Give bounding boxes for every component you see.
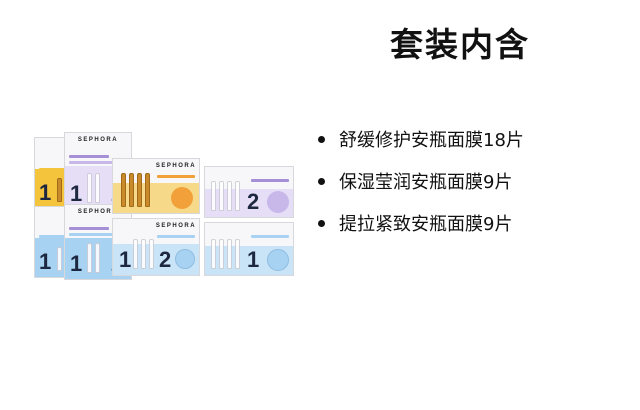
- list-item-label: 提拉紧致安瓶面膜9片: [339, 214, 513, 235]
- list-item: 保湿莹润安瓶面膜9片: [318, 160, 524, 202]
- box-digit: 2: [159, 247, 172, 272]
- box-stripe: [69, 161, 121, 164]
- brand-logo: SEPHORA: [77, 137, 119, 143]
- ampoule-box: SEPHORA: [112, 158, 200, 214]
- ampoule-vial: [235, 239, 240, 269]
- ampoule-vial: [219, 239, 224, 269]
- ampoule-vial: [87, 243, 92, 273]
- ampoule-vial: [95, 243, 100, 273]
- box-stripe: [251, 179, 289, 182]
- ampoule-box: 1: [204, 222, 294, 276]
- ampoule-vial: [219, 181, 224, 211]
- ampoule-vial: [211, 181, 216, 211]
- ampoule-vial: [227, 181, 232, 211]
- ampoule-vial: [133, 239, 138, 269]
- box-digit: 2: [247, 189, 260, 214]
- bullet-icon: [318, 135, 325, 143]
- contents-list: 舒缓修护安瓶面膜18片 保湿莹润安瓶面膜9片 提拉紧致安瓶面膜9片: [318, 118, 524, 244]
- ampoule-vial: [227, 239, 232, 269]
- product-swatch: [267, 191, 289, 213]
- ampoule-vial: [211, 239, 216, 269]
- ampoule-vial: [57, 247, 62, 271]
- brand-logo: SEPHORA: [155, 163, 197, 169]
- ampoule-vial: [145, 173, 150, 207]
- ampoule-vial: [149, 239, 154, 269]
- ampoule-vial: [57, 178, 62, 202]
- box-stripe: [69, 233, 121, 236]
- ampoule-box: 2: [204, 166, 294, 218]
- box-header: [113, 219, 199, 244]
- list-item-label: 舒缓修护安瓶面膜18片: [339, 130, 524, 151]
- box-digit: 1: [39, 249, 52, 274]
- brand-logo: SEPHORA: [77, 209, 119, 215]
- box-stripe: [157, 235, 195, 238]
- box-digit: 1: [247, 247, 260, 272]
- list-item-label: 保湿莹润安瓶面膜9片: [339, 172, 513, 193]
- brand-logo: SEPHORA: [155, 223, 197, 229]
- box-stripe: [69, 227, 109, 230]
- product-swatch: [171, 187, 193, 209]
- ampoule-vial: [235, 181, 240, 211]
- list-item: 舒缓修护安瓶面膜18片: [318, 118, 524, 160]
- box-stripe: [39, 235, 77, 238]
- ampoule-vial: [121, 173, 126, 207]
- box-stripe: [157, 175, 195, 178]
- product-photo: 1 2 SEPHORA 1 2 1 2 SEPHORA 1 2: [34, 132, 296, 280]
- box-digit: 1: [70, 251, 83, 276]
- ampoule-vial: [141, 239, 146, 269]
- ampoule-vial: [87, 173, 92, 203]
- bullet-icon: [318, 177, 325, 185]
- ampoule-vial: [95, 173, 100, 203]
- box-digit: 1: [39, 180, 52, 205]
- box-stripe: [69, 155, 109, 158]
- ampoule-box: SEPHORA 1 2: [112, 218, 200, 276]
- page-title: 套装内含: [390, 25, 530, 64]
- bullet-icon: [318, 219, 325, 227]
- box-stripe: [251, 235, 289, 238]
- list-item: 提拉紧致安瓶面膜9片: [318, 202, 524, 244]
- product-swatch: [175, 249, 195, 269]
- ampoule-vial: [137, 173, 142, 207]
- product-swatch: [267, 249, 289, 271]
- ampoule-vial: [129, 173, 134, 207]
- box-digit: 1: [70, 181, 83, 206]
- box-digit: 1: [119, 247, 132, 272]
